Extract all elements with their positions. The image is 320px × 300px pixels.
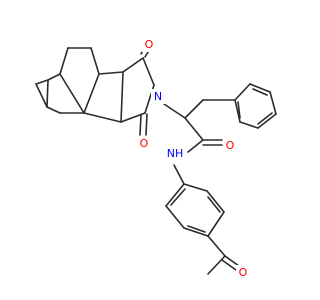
- bond-cage-7: [46, 106, 61, 114]
- bond-cage-5: [35, 79, 49, 85]
- atom-o-acetyl-label: O: [239, 266, 248, 279]
- bond-aryl-d2: [187, 225, 206, 233]
- bond-aryl-2: [183, 183, 208, 192]
- atom-o-lower-label: O: [140, 137, 149, 150]
- bond-phenyl-1: [234, 83, 251, 101]
- bond-phenyl-d3: [237, 101, 241, 119]
- bond-imide-5: [120, 71, 124, 123]
- bond-phenyl-6: [234, 99, 241, 123]
- bond-imide-2: [142, 57, 155, 86]
- bond-chain-1: [163, 103, 186, 119]
- atom-o-amide-label: O: [226, 139, 235, 152]
- bond-phenyl-d1: [252, 88, 268, 96]
- bond-aryl-3: [206, 190, 225, 213]
- atom-o-acetyl: O: [236, 265, 250, 280]
- bond-cage-3: [90, 47, 100, 75]
- bond-chain-4: [184, 117, 204, 141]
- bond-imide-co-low-a: [139, 114, 142, 136]
- bond-cage-8: [46, 79, 49, 108]
- bond-cage-2: [59, 47, 69, 75]
- bond-acetyl-co-a: [224, 255, 240, 267]
- bond-layer: [35, 45, 277, 275]
- bond-aryl-4: [207, 211, 225, 237]
- bond-cage-10: [83, 73, 100, 114]
- bond-acetyl-2: [207, 255, 226, 275]
- bond-cage-13: [83, 112, 122, 123]
- molecule-structure: O O N O NH O: [35, 37, 277, 280]
- bond-acetyl-co-b: [221, 259, 237, 271]
- bond-cage-4: [47, 73, 61, 81]
- bond-aryl-6: [165, 205, 185, 229]
- atom-label-layer: O O N O NH O: [137, 37, 250, 280]
- bond-chain-2: [184, 99, 204, 119]
- bond-phenyl-d2: [257, 112, 273, 125]
- bond-phenyl-3: [269, 91, 277, 115]
- bond-aryl-5: [183, 227, 209, 237]
- bond-aryl-d1: [207, 196, 221, 213]
- atom-nh-amide-label: NH: [167, 147, 184, 160]
- atom-o-lower: O: [137, 136, 151, 151]
- bond-chain-5: [187, 139, 204, 153]
- bond-aryl-d3: [170, 188, 186, 206]
- bond-cage-11: [59, 73, 85, 114]
- atom-n-imide-label: N: [154, 90, 162, 103]
- bond-aryl-1: [173, 164, 185, 185]
- bond-cage-12: [98, 71, 124, 75]
- atom-nh-amide: NH: [164, 146, 186, 161]
- bond-phenyl-4: [257, 113, 277, 129]
- bond-phenyl-2: [249, 83, 271, 93]
- atom-o-amide: O: [223, 138, 237, 153]
- bond-imide-co-low-b: [145, 113, 148, 136]
- bond-aryl-7: [165, 183, 185, 207]
- atom-o-top: O: [142, 37, 156, 52]
- bond-acetyl-1: [207, 235, 226, 257]
- bond-phenyl-5: [239, 121, 259, 129]
- bond-cage-6: [35, 83, 48, 108]
- atom-n-imide: N: [151, 89, 165, 104]
- atom-o-top-label: O: [145, 38, 154, 51]
- bond-imide-1: [122, 57, 144, 73]
